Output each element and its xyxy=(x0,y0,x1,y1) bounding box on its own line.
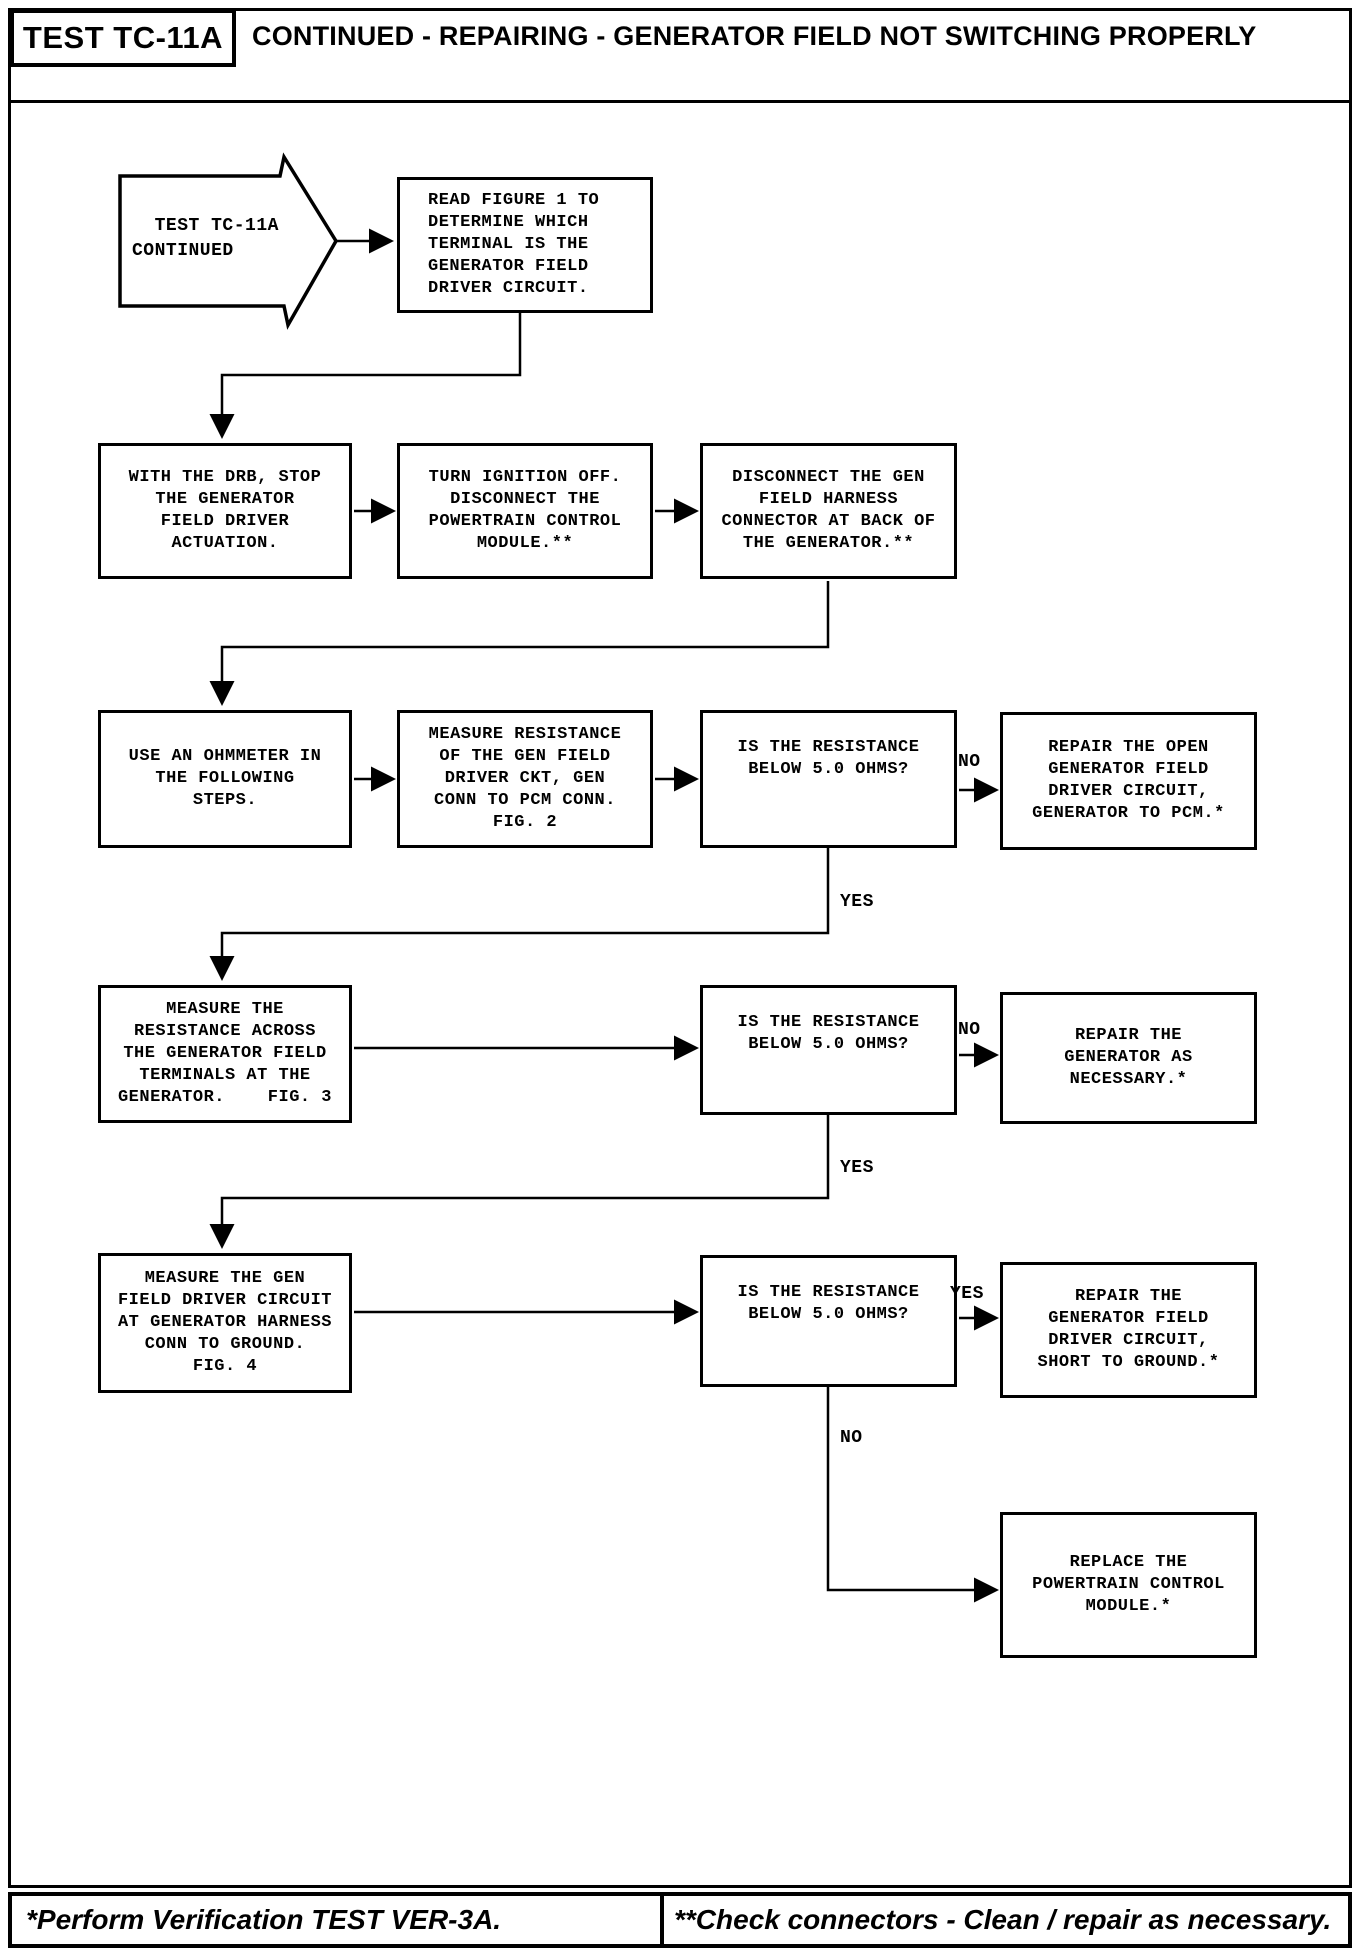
node-disconnect-gen-harness: DISCONNECT THE GEN FIELD HARNESS CONNECT… xyxy=(700,443,957,579)
test-id-label: TEST TC-11A xyxy=(22,20,224,55)
page-title: CONTINUED - REPAIRING - GENERATOR FIELD … xyxy=(252,20,1257,51)
start-banner-shape xyxy=(118,152,339,330)
header-divider-line xyxy=(8,100,1352,103)
branch-label-yes-1: YES xyxy=(840,892,874,912)
branch-label-no-3: NO xyxy=(840,1428,863,1448)
node-resistance-decision-1: IS THE RESISTANCE BELOW 5.0 OHMS? xyxy=(700,710,957,848)
node-turn-ignition-off: TURN IGNITION OFF. DISCONNECT THE POWERT… xyxy=(397,443,653,579)
footer-notes-bar: *Perform Verification TEST VER-3A. **Che… xyxy=(8,1892,1352,1948)
node-measure-generator-fig3: MEASURE THE RESISTANCE ACROSS THE GENERA… xyxy=(98,985,352,1123)
start-banner: TEST TC-11A CONTINUED xyxy=(132,216,279,261)
branch-label-yes-2: YES xyxy=(840,1158,874,1178)
branch-label-yes-3: YES xyxy=(950,1284,984,1304)
node-read-figure: READ FIGURE 1 TO DETERMINE WHICH TERMINA… xyxy=(397,177,653,313)
node-resistance-decision-2: IS THE RESISTANCE BELOW 5.0 OHMS? xyxy=(700,985,957,1115)
footer-note-connectors: **Check connectors - Clean / repair as n… xyxy=(660,1896,1348,1944)
node-resistance-decision-3: IS THE RESISTANCE BELOW 5.0 OHMS? xyxy=(700,1255,957,1387)
node-measure-resistance-fig2: MEASURE RESISTANCE OF THE GEN FIELD DRIV… xyxy=(397,710,653,848)
page-border xyxy=(8,8,1352,1888)
node-use-ohmmeter: USE AN OHMMETER IN THE FOLLOWING STEPS. xyxy=(98,710,352,848)
node-repair-generator: REPAIR THE GENERATOR AS NECESSARY.* xyxy=(1000,992,1257,1124)
test-id-box: TEST TC-11A xyxy=(10,9,236,67)
node-repair-open-circuit: REPAIR THE OPEN GENERATOR FIELD DRIVER C… xyxy=(1000,712,1257,850)
footer-note-verification: *Perform Verification TEST VER-3A. xyxy=(26,1904,502,1935)
node-repair-short-to-ground: REPAIR THE GENERATOR FIELD DRIVER CIRCUI… xyxy=(1000,1262,1257,1398)
node-replace-pcm: REPLACE THE POWERTRAIN CONTROL MODULE.* xyxy=(1000,1512,1257,1658)
branch-label-no-2: NO xyxy=(958,1020,981,1040)
branch-label-no-1: NO xyxy=(958,752,981,772)
node-measure-ground-fig4: MEASURE THE GEN FIELD DRIVER CIRCUIT AT … xyxy=(98,1253,352,1393)
node-stop-field-driver: WITH THE DRB, STOP THE GENERATOR FIELD D… xyxy=(98,443,352,579)
